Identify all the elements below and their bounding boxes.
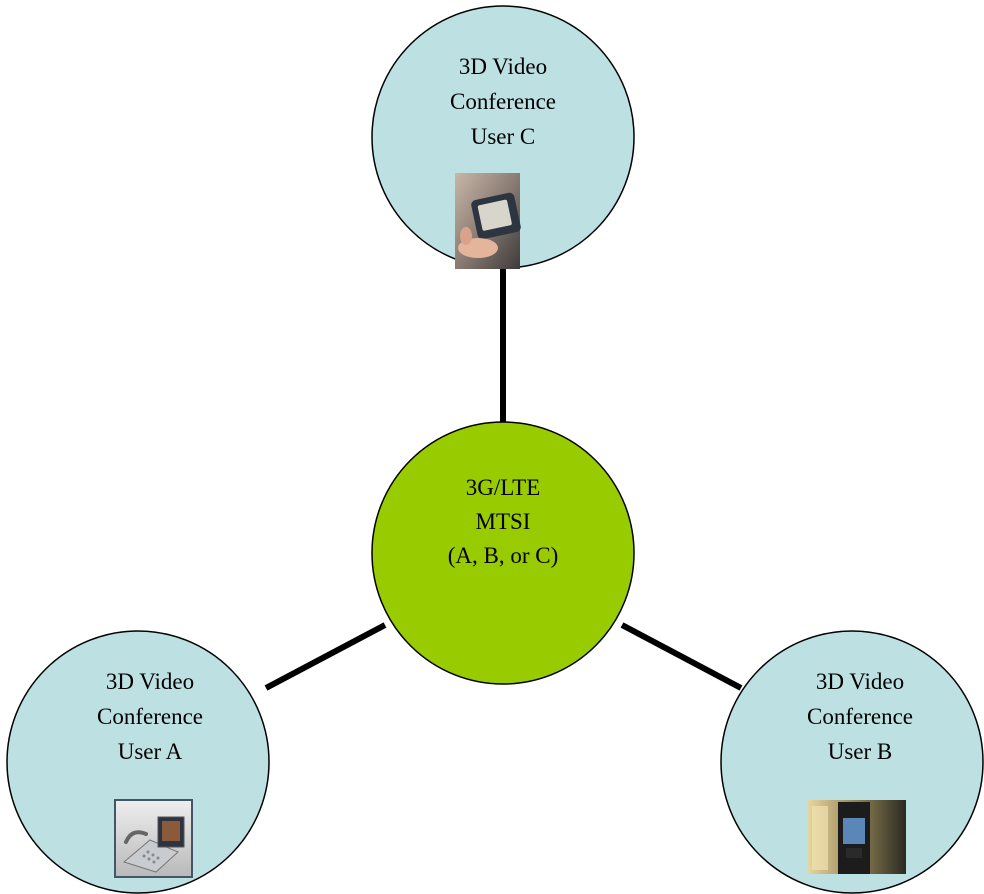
user-node-a: 3D Video Conference User A xyxy=(6,630,270,894)
video-kiosk-icon xyxy=(808,800,906,874)
hub-label-line-3: (A, B, or C) xyxy=(448,543,559,568)
user-node-c: 3D Video Conference User C xyxy=(371,5,635,269)
connector-hub-user-b xyxy=(620,622,743,691)
user-node-b: 3D Video Conference User B xyxy=(720,630,984,894)
user-node-b-circle xyxy=(720,630,984,894)
user-c-label-line-3: User C xyxy=(471,124,536,149)
user-a-label-line-2: Conference xyxy=(97,704,203,729)
hub-label-line-2: MTSI xyxy=(476,509,531,534)
handheld-phone-icon xyxy=(455,173,521,269)
user-a-label-line-1: 3D Video xyxy=(106,669,194,694)
hub-node-circle xyxy=(371,421,635,685)
user-c-label-line-1: 3D Video xyxy=(459,54,547,79)
desk-videophone-icon xyxy=(114,799,193,878)
hub-node: 3G/LTE MTSI (A, B, or C) xyxy=(371,421,635,685)
user-a-label-line-3: User A xyxy=(118,739,183,764)
user-b-label-line-3: User B xyxy=(828,739,893,764)
hub-label-line-1: 3G/LTE xyxy=(466,475,541,500)
user-b-label-line-1: 3D Video xyxy=(816,669,904,694)
connectors xyxy=(264,268,743,691)
connector-hub-user-a xyxy=(264,622,387,691)
user-c-label-line-2: Conference xyxy=(450,89,556,114)
user-b-label-line-2: Conference xyxy=(807,704,913,729)
user-node-a-circle xyxy=(6,630,270,894)
